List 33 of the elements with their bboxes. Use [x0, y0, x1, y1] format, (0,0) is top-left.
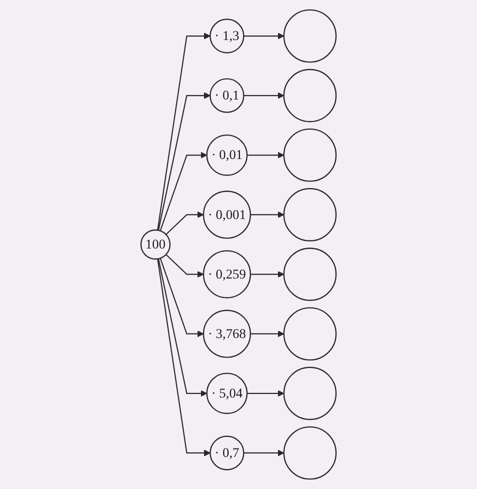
arrow [158, 258, 208, 397]
node-circle [283, 426, 337, 480]
arrow [166, 254, 204, 278]
node-circle [283, 307, 337, 360]
node-circle [283, 188, 337, 242]
arrow [250, 330, 284, 338]
node-circle: 100 [140, 229, 171, 260]
arrow [250, 211, 284, 218]
arrow [158, 92, 210, 230]
node-circle: · 0,259 [202, 250, 251, 298]
arrow [160, 258, 204, 338]
arrow [166, 211, 204, 235]
arrow [160, 152, 208, 231]
arrow [244, 32, 284, 40]
node-circle: · 0,1 [210, 78, 244, 113]
node-circle [283, 248, 337, 301]
node-circle [283, 128, 337, 182]
node-circle: · 1,3 [210, 18, 244, 54]
arrow [244, 450, 284, 456]
arrow [247, 390, 284, 397]
node-circle: · 3,768 [202, 310, 251, 358]
arrow [157, 32, 210, 230]
node-circle: · 0,01 [206, 134, 248, 176]
node-circle: · 0,001 [202, 190, 251, 239]
arrow [157, 258, 210, 456]
node-circle: · 0,7 [210, 436, 244, 470]
arrow [244, 92, 284, 99]
node-circle [283, 366, 337, 420]
node-circle: · 5,04 [206, 372, 248, 414]
node-circle [283, 68, 337, 122]
arrow [250, 271, 284, 278]
arrow [247, 152, 284, 158]
node-circle [283, 9, 337, 63]
